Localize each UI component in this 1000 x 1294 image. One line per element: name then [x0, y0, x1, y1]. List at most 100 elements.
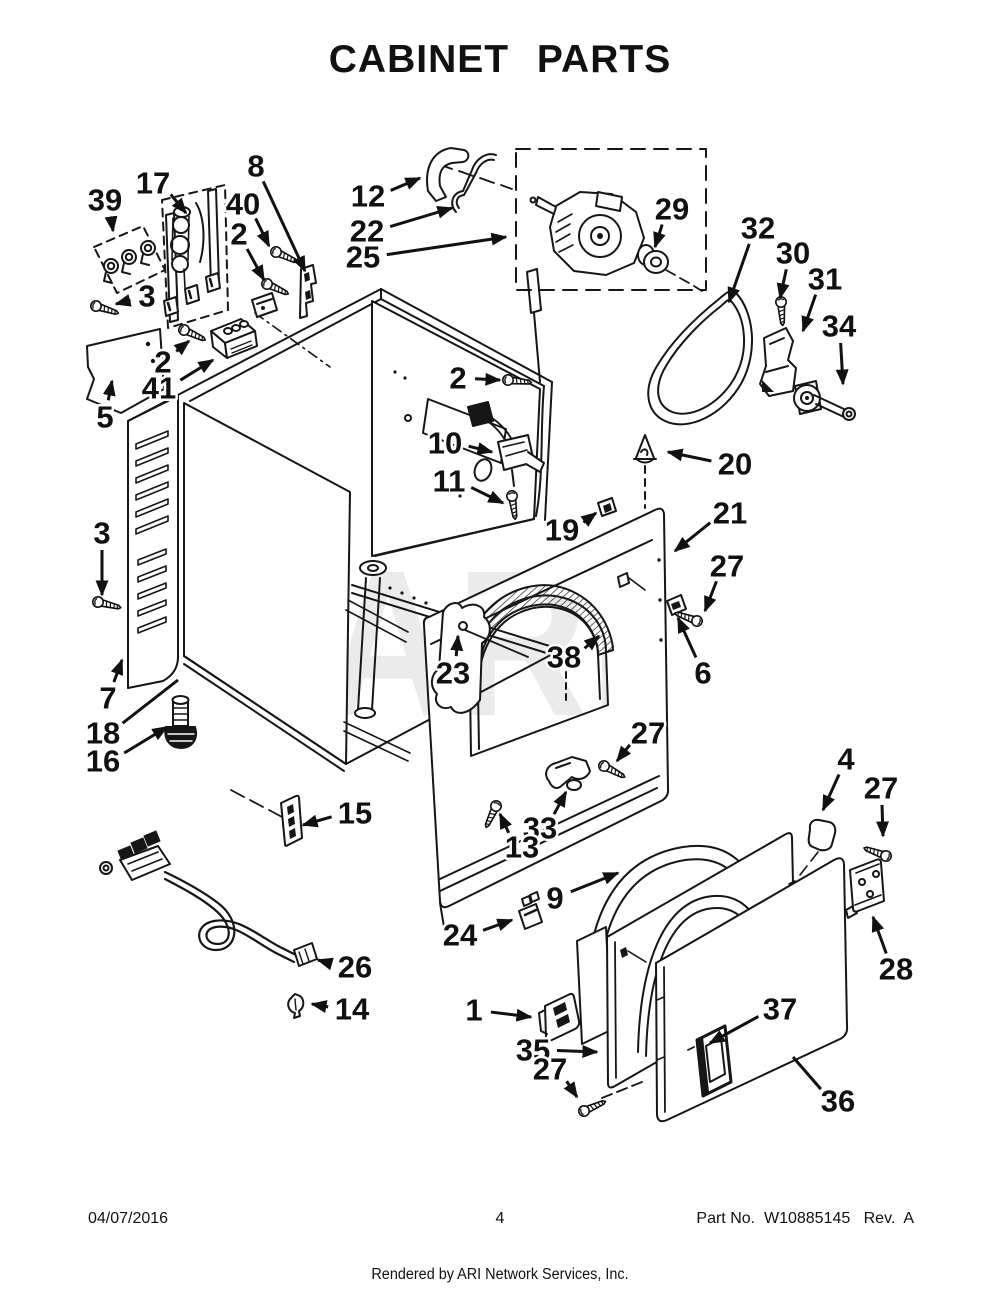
callout-22: 22: [347, 205, 454, 251]
callout-1: 1: [463, 990, 533, 1030]
callout-27: 27: [530, 1049, 579, 1099]
cabinet-drawing: [127, 268, 561, 772]
callout-32: 32: [727, 208, 778, 304]
bracket-8-drawing: [299, 264, 317, 319]
callout-3: 3: [91, 513, 113, 597]
console-bracket-drawing: [161, 184, 229, 329]
callout-26: 26: [316, 947, 375, 987]
bracket-15-drawing: [230, 789, 303, 847]
svg-text:1: 1: [465, 993, 482, 1028]
svg-text:26: 26: [338, 950, 372, 985]
switch-10-drawing: [467, 401, 545, 487]
callout-14: 14: [310, 989, 372, 1029]
svg-text:12: 12: [351, 179, 385, 214]
svg-text:25: 25: [346, 240, 380, 275]
svg-text:34: 34: [822, 309, 857, 344]
callout-16: 16: [83, 725, 169, 781]
svg-text:29: 29: [655, 192, 689, 227]
svg-text:16: 16: [86, 744, 120, 779]
svg-text:35: 35: [516, 1033, 550, 1068]
svg-text:13: 13: [505, 830, 539, 865]
callout-27: 27: [703, 546, 747, 613]
callout-28: 28: [871, 915, 916, 989]
callout-36: 36: [791, 1056, 858, 1121]
svg-text:5: 5: [96, 400, 113, 435]
callout-15: 15: [301, 793, 375, 833]
callout-38: 38: [544, 634, 601, 677]
callout-27: 27: [615, 713, 668, 763]
svg-text:6: 6: [694, 656, 711, 691]
footer-date: 04/07/2016: [88, 1210, 169, 1227]
svg-text:3: 3: [93, 516, 110, 551]
svg-text:32: 32: [741, 211, 775, 246]
svg-text:18: 18: [86, 716, 120, 751]
callout-5: 5: [94, 379, 116, 437]
power-cord-drawing: [99, 830, 318, 967]
callout-10: 10: [425, 423, 494, 463]
callout-19: 19: [542, 510, 598, 550]
svg-text:2: 2: [449, 361, 466, 396]
callout-23: 23: [433, 634, 473, 693]
svg-text:14: 14: [335, 992, 370, 1027]
bracket-12-drawing: [426, 147, 470, 202]
plug-4-drawing: [799, 818, 837, 876]
svg-text:27: 27: [710, 549, 744, 584]
footer-rendered-by: Rendered by ARI Network Services, Inc.: [371, 1266, 629, 1283]
svg-text:27: 27: [533, 1052, 567, 1087]
callout-30: 30: [773, 233, 813, 300]
svg-text:24: 24: [443, 918, 478, 953]
callout-2: 2: [447, 358, 502, 398]
clip-6-drawing: [666, 594, 687, 616]
callout-3: 3: [114, 276, 158, 316]
callout-9: 9: [544, 871, 620, 918]
callout-20: 20: [666, 444, 755, 484]
clip-19-drawing: [597, 497, 617, 517]
svg-text:33: 33: [523, 811, 557, 846]
svg-text:23: 23: [436, 656, 470, 691]
svg-text:20: 20: [718, 447, 752, 482]
svg-text:17: 17: [136, 166, 170, 201]
svg-text:9: 9: [546, 881, 563, 916]
callout-29: 29: [652, 189, 692, 249]
callout-11: 11: [430, 461, 505, 505]
svg-text:10: 10: [428, 426, 462, 461]
svg-text:4: 4: [837, 742, 855, 777]
svg-text:31: 31: [808, 262, 842, 297]
footer-part-number: Part No. W10885145 Rev. A: [696, 1210, 914, 1227]
svg-text:11: 11: [433, 464, 466, 499]
clip-20-drawing: [633, 434, 657, 509]
drive-belt-drawing: [647, 289, 753, 426]
svg-text:36: 36: [821, 1084, 855, 1119]
callout-27: 27: [861, 768, 901, 838]
callout-2: 2: [228, 214, 266, 282]
leveling-foot-drawing: [164, 695, 197, 749]
callout-31: 31: [801, 259, 845, 333]
callout-17: 17: [133, 163, 188, 215]
callout-33: 33: [520, 790, 568, 848]
callout-18: 18: [83, 678, 179, 753]
svg-text:7: 7: [99, 681, 116, 716]
seal-23-drawing: [431, 602, 529, 714]
idler-assembly-drawing: [759, 295, 856, 421]
svg-text:40: 40: [226, 187, 260, 222]
callout-13: 13: [498, 812, 542, 867]
door-assembly-drawing: [518, 818, 894, 1123]
svg-text:27: 27: [864, 771, 898, 806]
bracket-41-drawing: [210, 292, 331, 368]
footer-page-number: 4: [495, 1210, 505, 1227]
motor-assembly-drawing: [426, 147, 707, 292]
callout-21: 21: [673, 493, 750, 553]
svg-text:19: 19: [545, 513, 579, 548]
callout-34: 34: [819, 306, 859, 386]
callout-12: 12: [348, 176, 422, 216]
svg-text:38: 38: [547, 640, 581, 675]
svg-text:27: 27: [631, 716, 665, 751]
callout-4: 4: [821, 739, 858, 812]
callout-8: 8: [245, 146, 307, 273]
svg-text:37: 37: [763, 992, 797, 1027]
callout-24: 24: [440, 915, 514, 955]
pulley-29-drawing: [637, 244, 703, 292]
